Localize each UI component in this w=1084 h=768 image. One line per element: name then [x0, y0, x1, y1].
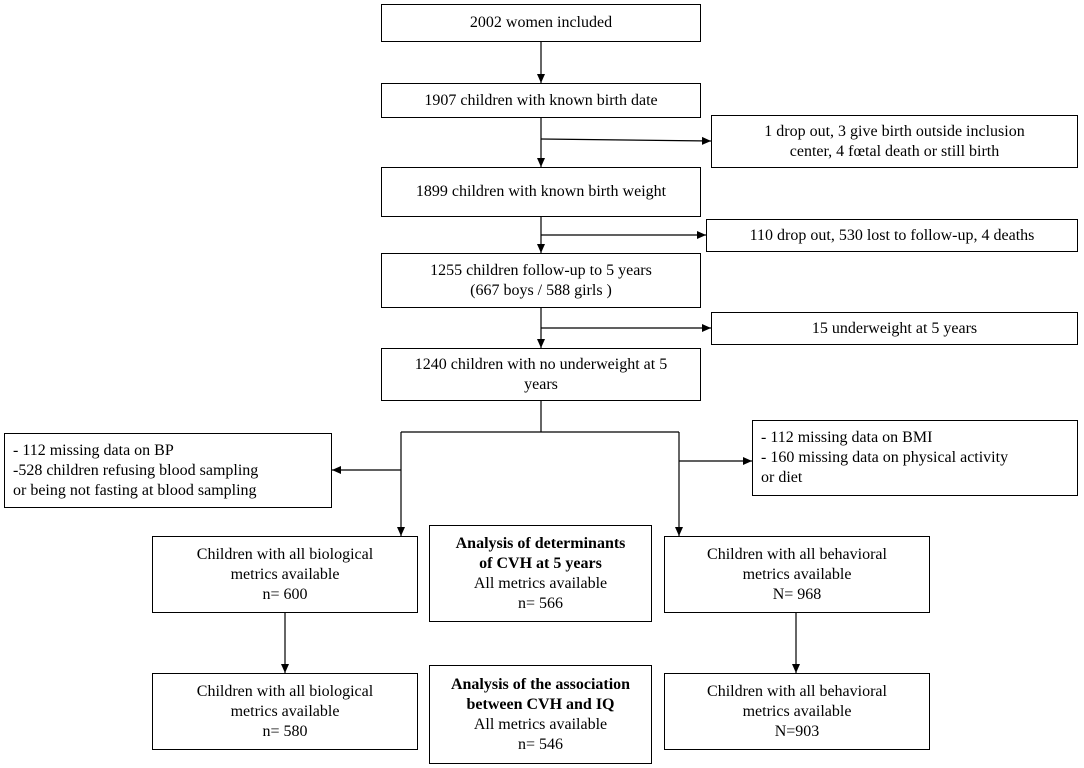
exclusion-beh-line-2: - 160 missing data on physical activity: [761, 449, 1009, 466]
analysis-1-count: n= 566: [517, 594, 564, 612]
exclusion-bio-line-2: -528 children refusing blood sampling: [13, 461, 259, 479]
exclusion-2-text: 110 drop out, 530 lost to follow-up, 4 d…: [749, 226, 1035, 244]
analysis-2-title-line-2: between CVH and IQ: [466, 695, 615, 713]
exclusion-beh-line-3: or diet: [761, 469, 803, 486]
exclusion-1-line-2: center, 4 fœtal death or still birth: [789, 142, 1000, 160]
known-birth-weight-text: 1899 children with known birth weight: [415, 183, 667, 200]
behavioral-1-line-1: Children with all behavioral: [707, 545, 887, 563]
box-known-birth-weight: 1899 children with known birth weight: [381, 167, 701, 217]
behavioral-2-line-1: Children with all behavioral: [707, 682, 887, 700]
analysis-1-metrics: All metrics available: [473, 574, 608, 592]
analysis-1-title-line-1: Analysis of determinants: [455, 534, 626, 552]
known-birth-date-text: 1907 children with known birth date: [424, 91, 658, 109]
behavioral-2-count: N=903: [774, 722, 820, 740]
analysis-2-count: n= 546: [517, 735, 564, 753]
arrow-to-exclusion-1: [540, 136, 712, 145]
exclusion-bio-line-1: - 112 missing data on BP: [13, 441, 174, 459]
box-follow-up: 1255 children follow-up to 5 years (667 …: [381, 253, 701, 308]
box-exclusion-behavioral: - 112 missing data on BMI - 160 missing …: [752, 420, 1078, 496]
behavioral-2-line-2: metrics available: [742, 702, 852, 720]
box-biological-metrics-2: Children with all biological metrics ava…: [152, 673, 418, 750]
exclusion-bio-line-3: or being not fasting at blood sampling: [13, 481, 257, 499]
biological-2-line-2: metrics available: [230, 702, 340, 720]
follow-up-line-2: (667 boys / 588 girls ): [470, 281, 612, 299]
behavioral-1-count: N= 968: [772, 585, 822, 603]
analysis-2-metrics: All metrics available: [473, 715, 608, 733]
box-biological-metrics-1: Children with all biological metrics ava…: [152, 536, 418, 613]
follow-up-line-1: 1255 children follow-up to 5 years: [430, 261, 652, 279]
box-behavioral-metrics-2: Children with all behavioral metrics ava…: [664, 673, 930, 750]
box-behavioral-metrics-1: Children with all behavioral metrics ava…: [664, 536, 930, 613]
biological-1-line-2: metrics available: [230, 565, 340, 583]
biological-2-line-1: Children with all biological: [196, 682, 374, 700]
biological-1-count: n= 600: [262, 585, 308, 603]
analysis-1-title-line-2: of CVH at 5 years: [479, 554, 602, 572]
no-underweight-line-1: 1240 children with no underweight at 5: [414, 355, 668, 373]
biological-1-line-1: Children with all biological: [196, 545, 374, 563]
box-exclusion-2: 110 drop out, 530 lost to follow-up, 4 d…: [706, 219, 1078, 252]
exclusion-3-text: 15 underweight at 5 years: [811, 319, 978, 337]
box-exclusion-3: 15 underweight at 5 years: [711, 312, 1078, 345]
exclusion-beh-line-1: - 112 missing data on BMI: [761, 429, 933, 446]
behavioral-1-line-2: metrics available: [742, 565, 852, 583]
women-included-text: 2002 women included: [469, 14, 613, 31]
box-analysis-association: Analysis of the association between CVH …: [429, 665, 652, 764]
analysis-2-title-line-1: Analysis of the association: [450, 675, 631, 693]
box-no-underweight: 1240 children with no underweight at 5 y…: [381, 348, 701, 401]
biological-2-count: n= 580: [262, 722, 308, 740]
exclusion-1-line-1: 1 drop out, 3 give birth outside inclusi…: [764, 122, 1025, 140]
box-exclusion-1: 1 drop out, 3 give birth outside inclusi…: [711, 115, 1078, 168]
box-analysis-determinants: Analysis of determinants of CVH at 5 yea…: [429, 525, 652, 622]
box-women-included: 2002 women included: [381, 4, 701, 42]
no-underweight-line-2: years: [524, 375, 558, 393]
box-known-birth-date: 1907 children with known birth date: [381, 83, 701, 118]
box-exclusion-biological: - 112 missing data on BP -528 children r…: [4, 433, 332, 508]
